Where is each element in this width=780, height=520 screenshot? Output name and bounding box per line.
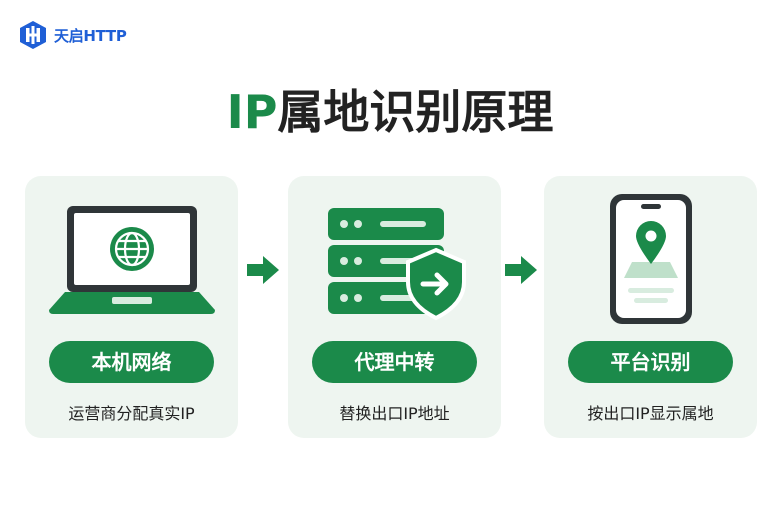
arrow-right-icon bbox=[247, 256, 279, 284]
brand: 天启HTTP bbox=[18, 20, 127, 50]
step-desc-proxy-relay: 替换出口IP地址 bbox=[339, 404, 450, 423]
title-rest: 属地识别原理 bbox=[277, 85, 554, 139]
step-card-proxy-relay: 代理中转 替换出口IP地址 bbox=[288, 176, 501, 438]
step-desc-platform-identify: 按出口IP显示属地 bbox=[587, 404, 714, 423]
hexagon-h-logo-icon bbox=[20, 21, 46, 49]
step-card-platform-identify: 平台识别 按出口IP显示属地 bbox=[544, 176, 757, 438]
step-desc-local-network: 运营商分配真实IP bbox=[68, 404, 195, 423]
step-label-platform-identify: 平台识别 bbox=[568, 341, 733, 383]
title-accent: IP bbox=[226, 85, 278, 139]
server-shield-icon bbox=[328, 208, 466, 321]
step-label-proxy-relay: 代理中转 bbox=[312, 341, 477, 383]
brand-name: 天启HTTP bbox=[54, 26, 127, 45]
laptop-globe-icon bbox=[49, 206, 215, 314]
page-title: IP属地识别原理 bbox=[0, 82, 780, 142]
step-card-local-network: 本机网络 运营商分配真实IP bbox=[25, 176, 238, 438]
step-label-local-network: 本机网络 bbox=[49, 341, 214, 383]
phone-location-icon bbox=[610, 194, 692, 324]
arrow-right-icon bbox=[505, 256, 537, 284]
